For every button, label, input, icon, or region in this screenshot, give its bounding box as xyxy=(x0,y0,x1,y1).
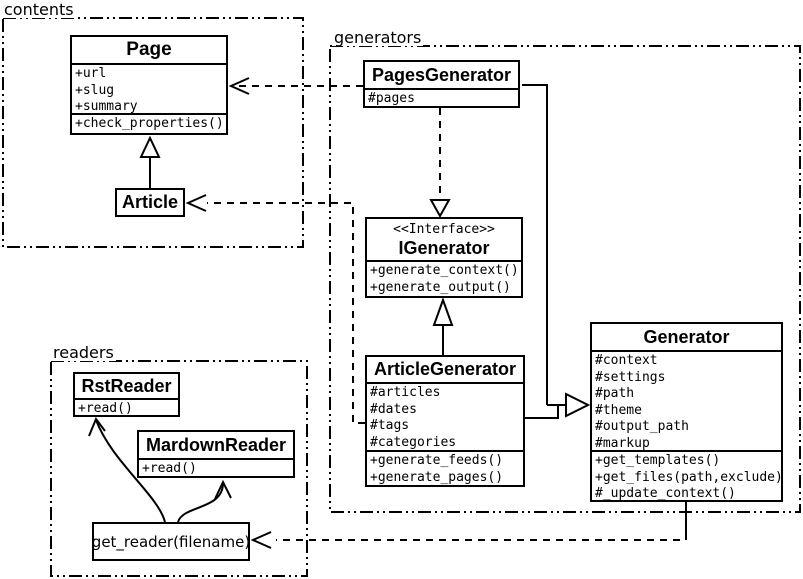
class-pagesgenerator-attributes: #pages xyxy=(365,88,518,109)
arrow-getreader-to-rstreader xyxy=(88,416,166,523)
attribute: #categories xyxy=(370,434,457,450)
class-igenerator-name: IGenerator xyxy=(398,238,490,258)
method: +get_templates() xyxy=(595,453,721,468)
dependency-pagesgenerator-to-page xyxy=(228,77,363,95)
attribute: #theme xyxy=(595,402,642,418)
class-page-attributes: +url +slug +summary xyxy=(72,63,226,114)
attribute: #dates xyxy=(370,401,417,417)
package-readers-border xyxy=(50,360,308,577)
attribute: #tags xyxy=(370,418,410,433)
attribute: #context xyxy=(595,353,658,368)
class-igenerator-methods: +generate_context() +generate_output() xyxy=(367,260,521,297)
method: +read() xyxy=(78,401,133,416)
class-articlegenerator-attributes: #articles #dates #tags #categories xyxy=(367,382,523,450)
attribute: #markup xyxy=(595,435,650,451)
method: +generate_output() xyxy=(370,279,511,295)
class-mardownreader: MardownReader +read() xyxy=(137,430,295,478)
class-page-methods: +check_properties() xyxy=(72,113,226,134)
attribute: +url xyxy=(75,66,107,81)
attribute: #articles xyxy=(370,385,441,400)
inheritance-article-to-page xyxy=(139,135,161,188)
method: #_update_context() xyxy=(595,486,736,501)
method: +generate_context() xyxy=(370,263,519,278)
class-articlegenerator-name: ArticleGenerator xyxy=(373,359,517,379)
class-article: Article xyxy=(115,188,185,217)
class-generator-attributes: #context #settings #path #theme #output_… xyxy=(592,350,781,451)
class-igenerator: <<Interface>> IGenerator +generate_conte… xyxy=(365,217,523,298)
method: +generate_feeds() xyxy=(370,453,504,468)
class-pagesgenerator: PagesGenerator #pages xyxy=(363,60,520,108)
realization-pagesgenerator-to-igenerator xyxy=(429,108,451,219)
package-generators-border xyxy=(329,45,801,513)
attribute: +slug xyxy=(75,82,115,98)
class-rstreader: RstReader +read() xyxy=(73,372,180,417)
class-generator-methods: +get_templates() +get_files(path,exclude… xyxy=(592,450,783,504)
class-mardownreader-name: MardownReader xyxy=(145,434,287,455)
method: +check_properties() xyxy=(75,116,224,131)
inheritance-generators-to-generator xyxy=(522,84,591,419)
class-igenerator-header: <<Interface>> IGenerator xyxy=(367,219,521,259)
method: +read() xyxy=(142,461,197,476)
method: +get_files(path,exclude) xyxy=(595,469,783,485)
arrow-getreader-to-mardownreader xyxy=(177,479,232,523)
class-rstreader-methods: +read() xyxy=(75,398,178,419)
class-igenerator-stereotype: <<Interface>> xyxy=(393,222,495,237)
class-articlegenerator-methods: +generate_feeds() +generate_pages() xyxy=(367,450,523,487)
inheritance-articlegenerator-to-igenerator xyxy=(432,297,454,355)
class-generator-name: Generator xyxy=(643,326,730,347)
package-label-contents: contents xyxy=(2,0,76,19)
dependency-generator-to-getreader xyxy=(250,502,687,549)
class-articlegenerator: ArticleGenerator #articles #dates #tags … xyxy=(365,355,525,487)
class-page-name: Page xyxy=(126,39,172,60)
package-label-generators: generators xyxy=(332,28,424,47)
attribute: #output_path xyxy=(595,419,689,434)
class-mardownreader-methods: +read() xyxy=(139,458,293,479)
package-label-readers: readers xyxy=(51,343,116,362)
attribute: +summary xyxy=(75,99,138,114)
class-generator: Generator #context #settings #path #them… xyxy=(590,322,783,502)
attribute: #path xyxy=(595,386,635,401)
class-pagesgenerator-name: PagesGenerator xyxy=(371,64,512,85)
attribute: #settings xyxy=(595,369,666,385)
attribute: #pages xyxy=(368,91,415,106)
class-page: Page +url +slug +summary +check_properti… xyxy=(70,35,228,135)
dependency-articlegenerator-to-article xyxy=(185,194,365,424)
class-rstreader-name: RstReader xyxy=(81,375,172,396)
package-contents-border xyxy=(2,17,304,248)
method: +generate_pages() xyxy=(370,469,504,485)
function-get-reader: get_reader(filename) xyxy=(92,522,250,561)
